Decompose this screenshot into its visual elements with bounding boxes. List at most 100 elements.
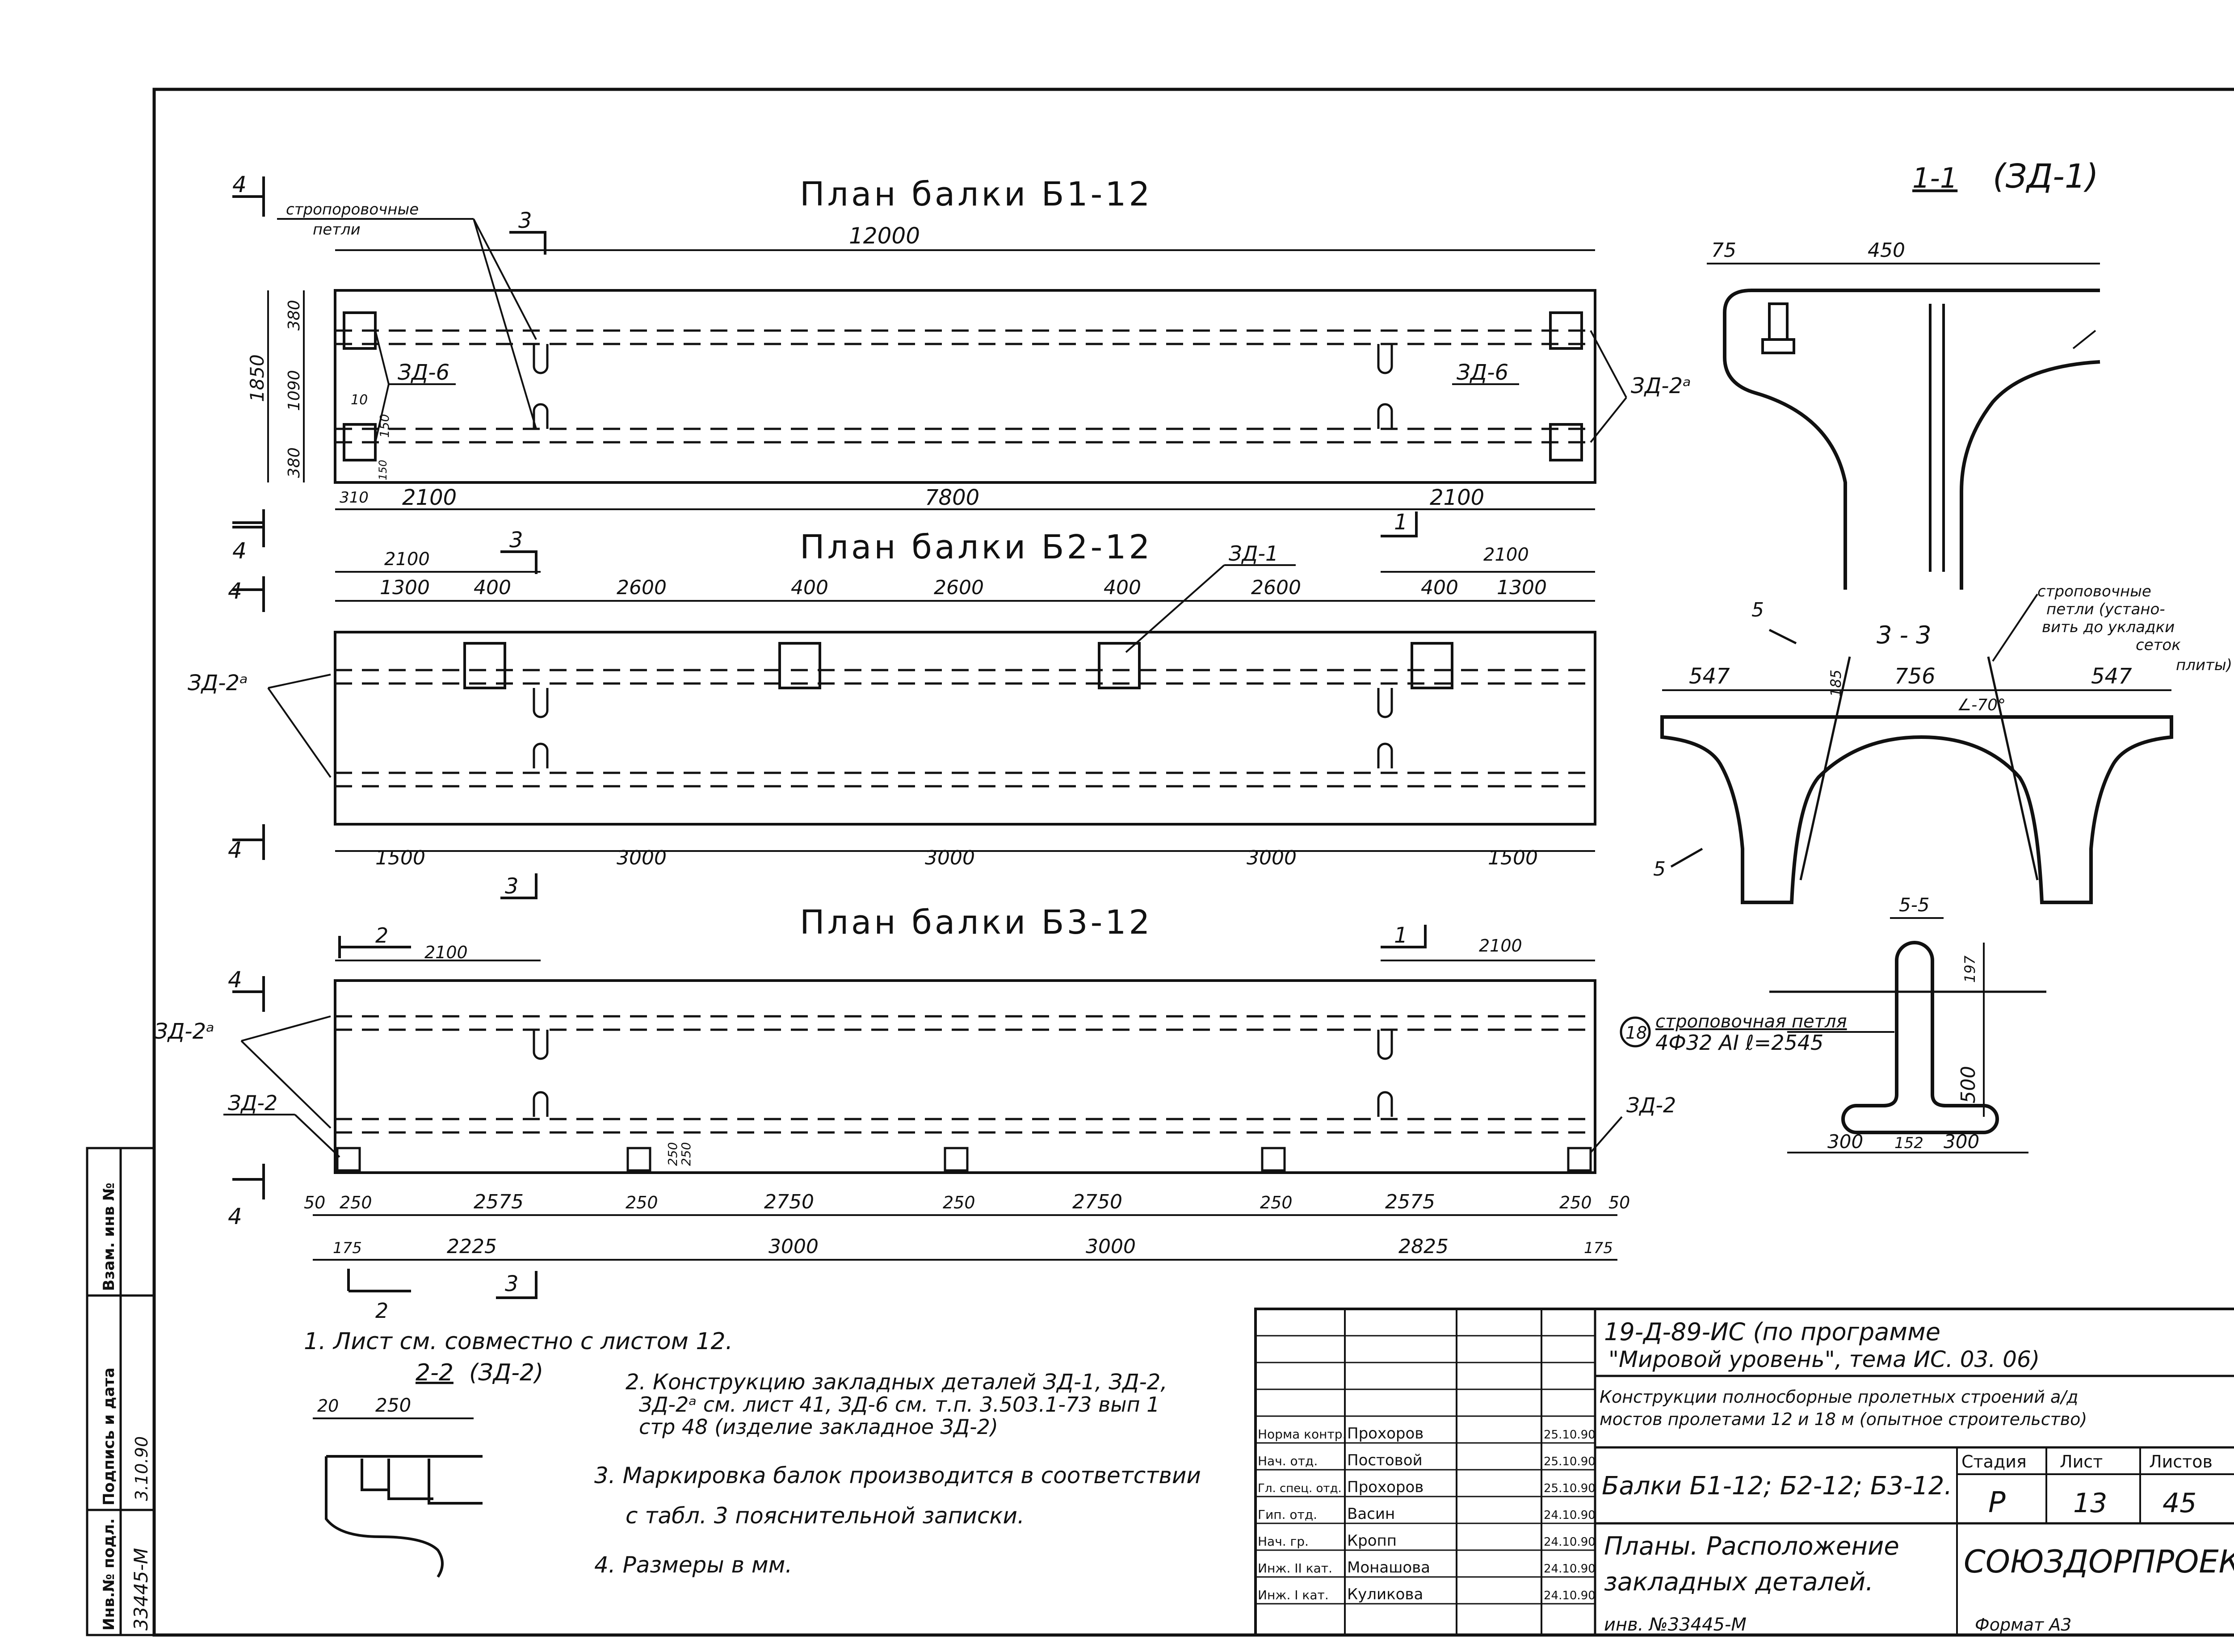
b3-d2-3: 3000	[1086, 1235, 1136, 1258]
loop-spec: 4Ф32 АI ℓ=2545	[1655, 1031, 1823, 1055]
staff-3-role: Гип. отд.	[1258, 1507, 1317, 1522]
loops-note-0: строповочные	[2037, 583, 2151, 600]
b1-small-dim-3: 150	[377, 460, 389, 480]
total-length: 12000	[849, 223, 920, 249]
notes: 1. Лист см. совместно с листом 12. 2. Ко…	[304, 1328, 1201, 1578]
sheet-no: 13	[2073, 1488, 2107, 1519]
inv-bottom: инв. №33445-М	[1604, 1614, 1747, 1635]
dim-250: 250	[375, 1394, 411, 1416]
b3-detail-end-2: ЗД-2	[228, 1091, 277, 1115]
b1-height-2: 1090	[285, 370, 303, 411]
b3-sec-1: 1	[1394, 923, 1408, 948]
b3-plate-h: 250	[679, 1142, 693, 1166]
b2-sec-right: 1	[1394, 510, 1408, 535]
b3-d1-1: 250	[340, 1193, 372, 1212]
b3-sec-4-top: 4	[228, 967, 242, 993]
b2-top-dim-0: 1300	[380, 576, 430, 599]
b2-top-dim-6: 2600	[1251, 576, 1301, 599]
b1-detail-right: ЗД-6	[1457, 360, 1508, 385]
note-3b: с табл. 3 пояснительной записки.	[626, 1503, 1025, 1529]
b2-top-dim-8: 1300	[1497, 576, 1547, 599]
b2-bot-dim-3: 3000	[1247, 847, 1297, 869]
staff-5-date: 24.10.90	[1544, 1562, 1596, 1576]
b3-d1-5: 250	[943, 1193, 975, 1212]
staff-6-date: 24.10.90	[1544, 1589, 1596, 1602]
b2-bot-dim-2: 3000	[925, 847, 975, 869]
plate-b2-1	[463, 642, 506, 689]
b3-right-span: 2100	[1479, 936, 1522, 956]
b3-left-span: 2100	[424, 943, 468, 962]
b1-detail-left: ЗД-6	[398, 360, 449, 385]
section-2-2-ref: (ЗД-2)	[469, 1359, 543, 1386]
project-code: 19-Д-89-ИС (по программе	[1604, 1318, 1940, 1346]
content-line2: закладных деталей.	[1604, 1568, 1873, 1597]
plate-b1-br	[1549, 423, 1583, 461]
dim-547-right: 547	[2091, 664, 2132, 689]
project-line2: "Мировой уровень", тема ИС. 03. 06)	[1608, 1346, 2040, 1372]
sheets-total: 45	[2163, 1488, 2196, 1519]
b3-detail-right: ЗД-2	[1626, 1093, 1676, 1117]
loops-note-2: вить до укладки	[2042, 618, 2175, 636]
staff-3-name: Васин	[1347, 1505, 1395, 1523]
note-2a: 2. Конструкцию закладных деталей ЗД-1, З…	[626, 1370, 1167, 1395]
staff-0-role: Норма контр.	[1258, 1427, 1346, 1442]
b2-bot-dim-1: 3000	[617, 847, 667, 869]
b3-d1-8: 2575	[1385, 1191, 1435, 1213]
staff-5-name: Монашова	[1347, 1559, 1430, 1577]
staff-1-name: Постовой	[1347, 1451, 1423, 1469]
b1-dim-1: 2100	[402, 485, 457, 510]
stamp-inv-no: 33445-М	[130, 1548, 152, 1631]
b3-d2-2: 3000	[768, 1235, 819, 1258]
pos-circle	[1620, 1016, 1651, 1048]
b2-top-dim-7: 400	[1421, 576, 1458, 599]
beams-title: Балки Б1-12; Б2-12; Б3-12.	[1602, 1472, 1952, 1501]
b3-d2-0: 175	[333, 1239, 362, 1257]
note-2c: стр 48 (изделие закладное ЗД-2)	[639, 1415, 998, 1439]
b2-top-dim-1: 400	[474, 576, 511, 599]
note-3a: 3. Маркировка балок производится в соотв…	[594, 1463, 1201, 1488]
desc-line2: мостов пролетами 12 и 18 м (опытное стро…	[1600, 1409, 2087, 1429]
staff-5-role: Инж. II кат.	[1258, 1561, 1332, 1576]
dim-547-left: 547	[1689, 664, 1730, 689]
b1-sec-top: 4	[232, 172, 247, 197]
dim-75: 75	[1711, 239, 1736, 262]
b3-d1-3: 250	[626, 1193, 658, 1212]
b3-d1-6: 2750	[1072, 1191, 1122, 1213]
sec5-bottom: 5	[1653, 858, 1666, 881]
staff-0-name: Прохоров	[1347, 1425, 1424, 1442]
section-1-1-ref: (ЗД-1)	[1993, 157, 2099, 196]
b3-sec-3-bottom: 3	[505, 1271, 519, 1296]
b2-top-dim-3: 400	[791, 576, 828, 599]
plan-b3-title: План балки Б3-12	[800, 903, 1153, 942]
b1-dim-2: 7800	[925, 485, 979, 510]
section-5-5: 5-5 18 строповочная петля 4Ф32 АI ℓ=2545…	[1620, 894, 2046, 1153]
loop-shape	[1841, 941, 1999, 1134]
section-2-2-title: 2-2	[416, 1359, 454, 1386]
b2-sec-mid: 3	[509, 528, 523, 553]
plan-b1-title: План балки Б1-12	[800, 175, 1153, 214]
desc-line1: Конструкции полносборные пролетных строе…	[1600, 1387, 2078, 1407]
b3-d2-1: 2225	[447, 1235, 497, 1258]
stamp-sign: 3.10.90	[132, 1436, 151, 1501]
b1-overall-height: 1850	[246, 354, 268, 402]
b2-top-dim-5: 400	[1104, 576, 1141, 599]
stamp-label-sign: Подпись и дата	[100, 1367, 118, 1505]
b3-d1-2: 2575	[474, 1191, 524, 1213]
staff-6-role: Инж. I кат.	[1258, 1588, 1329, 1602]
plate-b3-5	[1567, 1147, 1592, 1172]
note-1: 1. Лист см. совместно с листом 12.	[304, 1328, 733, 1355]
plate-b3-3	[944, 1147, 969, 1172]
loops-note-1: петли (устано-	[2046, 600, 2165, 618]
plate-b3-1	[336, 1147, 361, 1172]
b1-height-3: 380	[285, 447, 303, 478]
dim-20: 20	[317, 1396, 339, 1416]
b2-left-span: 2100	[384, 549, 430, 570]
b2-right-span: 2100	[1483, 545, 1529, 565]
staff-1-role: Нач. отд.	[1258, 1454, 1318, 1468]
stamp-label-inv: Инв.№ подл.	[100, 1518, 118, 1631]
b3-d1-10: 50	[1608, 1193, 1630, 1212]
b3-d1-0: 50	[304, 1193, 325, 1212]
sec5-top: 5	[1751, 599, 1764, 621]
plan-b3: План балки Б3-12 3 2 2100 1 2100 250 250…	[154, 873, 1676, 1323]
